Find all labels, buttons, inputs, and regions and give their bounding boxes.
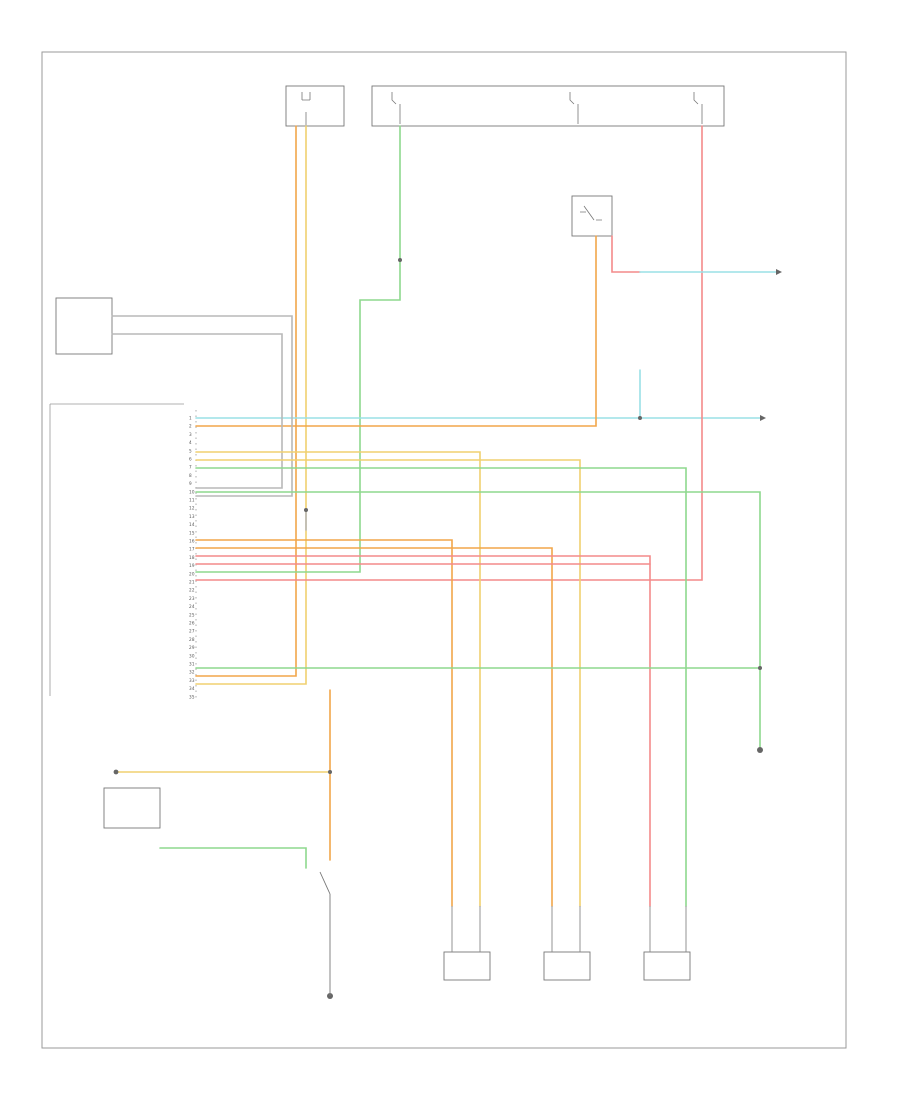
wire-bundle-sensors: [195, 451, 761, 907]
fuse-box-left: [285, 85, 345, 127]
fuse-central-icons: [391, 92, 703, 124]
junction-dot-brake: [638, 416, 642, 420]
connector-pin-label: 27: [189, 629, 195, 634]
connector-pin-label: 35: [189, 694, 195, 699]
connector-pin-label: 10: [189, 489, 195, 494]
fuse-left-icon: [301, 92, 311, 126]
junction-dot-right: [758, 666, 762, 670]
connector-pin-label: 33: [189, 678, 195, 683]
ground-dot-right: [757, 747, 763, 753]
brake-switch-box: [571, 195, 613, 237]
sensor-middle: [543, 951, 591, 981]
connector-pin-label: 32: [189, 670, 195, 675]
connector-pin-label: 8: [189, 473, 192, 478]
sensor-left: [443, 951, 491, 981]
sensor-leads: [451, 906, 687, 952]
ground-box: [103, 787, 161, 829]
wire-gray-cluster: [111, 315, 293, 497]
connector-pin-label: 25: [189, 612, 195, 617]
connector-pin-label: 4: [189, 440, 192, 445]
connector-pin-label: 5: [189, 448, 192, 453]
connector-pin-label: 18: [189, 555, 195, 560]
connector-pin-label: 23: [189, 596, 195, 601]
junction-dot-bottom: [328, 770, 332, 774]
connector-pin-label: 1: [189, 416, 192, 421]
connector-pin-label: 9: [189, 481, 192, 486]
connector-pin-label: 24: [189, 604, 195, 609]
connector-pin-label: 15: [189, 530, 195, 535]
connector-pin-label: 17: [189, 547, 195, 552]
connector-pin-label: 28: [189, 637, 195, 642]
connector-pin-label: 12: [189, 506, 195, 511]
connector-pin-label: 6: [189, 457, 192, 462]
connector-pin-label: 13: [189, 514, 195, 519]
connector-pin-label: 30: [189, 653, 195, 658]
connector-dot-left: [113, 769, 119, 775]
bottom-switch-icon: [319, 871, 331, 996]
fuse-box-central: [371, 85, 725, 127]
connector-pin-label: 16: [189, 539, 195, 544]
connector-pin-label: 3: [189, 432, 192, 437]
wire-pink-brake: [611, 235, 777, 273]
diagram-frame: [41, 51, 847, 1049]
connector-pin-column: 1234567891011121314151617181920212223242…: [189, 410, 197, 700]
connector-pin-label: 31: [189, 662, 195, 667]
connector-pin-label: 11: [189, 498, 195, 503]
connector-pin-label: 20: [189, 571, 195, 576]
wire-green-lower: [195, 667, 761, 749]
wire-yellow-main: [195, 125, 307, 685]
connector-pin-label: 26: [189, 621, 195, 626]
wire-red-right: [195, 125, 703, 581]
junction-dot-green: [398, 258, 402, 262]
wire-orange-main: [195, 125, 297, 677]
junction-dot-yellow: [304, 508, 308, 512]
connector-pin-label: 29: [189, 645, 195, 650]
connector-pin-label: 14: [189, 522, 195, 527]
wire-green-ground: [195, 125, 401, 573]
terminal-arrow-icons: [760, 269, 782, 421]
connector-pin-label: 21: [189, 580, 195, 585]
switch-contact-icon: [580, 205, 602, 221]
connector-pin-label: 2: [189, 424, 192, 429]
connector-pin-label: 19: [189, 563, 195, 568]
sensor-right: [643, 951, 691, 981]
wire-bottom-switch: [115, 689, 331, 869]
connector-pin-label: 7: [189, 465, 192, 470]
wire-orange-top: [195, 235, 597, 427]
connector-pin-label: 34: [189, 686, 195, 691]
connector-pin-label: 22: [189, 588, 195, 593]
instrument-cluster-box: [55, 297, 113, 355]
